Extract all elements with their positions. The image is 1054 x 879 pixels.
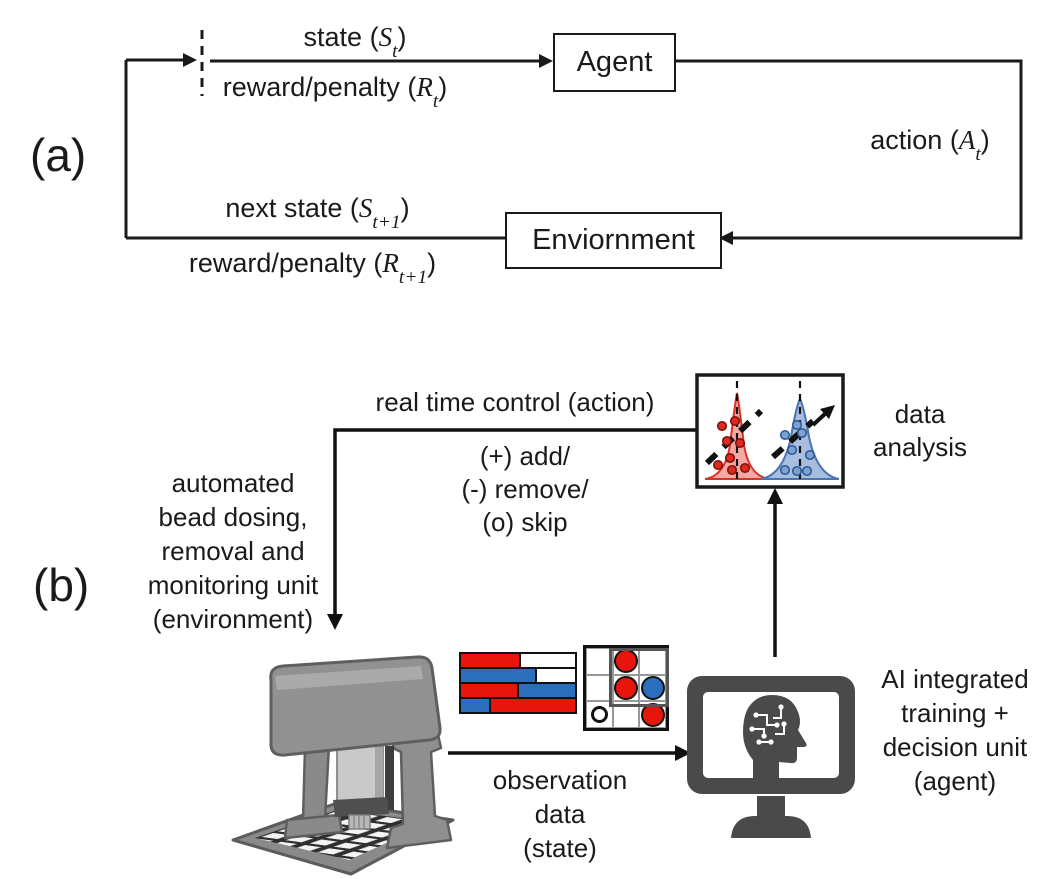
- agent-box-label: Agent: [576, 46, 653, 78]
- arrowhead-into-environment-icon: [719, 231, 733, 245]
- panel-a-label: (a): [30, 129, 87, 181]
- bead-bar-row: [459, 697, 579, 714]
- panel-b-label: (b): [33, 559, 90, 611]
- circuit-nodes: [749, 704, 787, 745]
- well-cell: [612, 648, 640, 675]
- machine-right-column: [385, 728, 453, 850]
- bead-bar-segment-red: [489, 697, 577, 714]
- arrowhead-down-icon: [327, 614, 343, 630]
- action-option-remove: (-) remove/: [461, 474, 589, 504]
- blue-data-points: [779, 419, 816, 477]
- action-option-skip: (o) skip: [482, 507, 568, 537]
- agent-box: Agent: [553, 33, 676, 92]
- rl-loop-connectors: [124, 30, 1023, 245]
- machine-well-plates: [255, 810, 433, 860]
- brain-head-icon: [743, 695, 807, 778]
- edge-action-line: [672, 59, 1023, 240]
- environment-box: Enviornment: [505, 212, 722, 269]
- edge-control-line: [333, 428, 697, 618]
- well-bead-red: [640, 702, 665, 727]
- well-cell: [586, 701, 613, 728]
- bead-bar-row: [459, 652, 579, 669]
- machine-left-column: [283, 744, 344, 840]
- well-cell: [612, 674, 640, 702]
- arrowhead-into-agent-icon: [539, 54, 553, 68]
- control-edge-label: real time control (action): [375, 387, 655, 417]
- well-grid: [583, 645, 670, 731]
- well-bead-blue: [640, 675, 665, 700]
- well-cell: [586, 674, 613, 702]
- arrowhead-observation-icon: [675, 745, 691, 761]
- environment-box-label: Enviornment: [532, 224, 695, 256]
- well-cell: [639, 701, 666, 728]
- bead-bar-segment-blue: [459, 697, 492, 714]
- bead-bars-chart: [459, 652, 579, 714]
- well-bead-red: [613, 649, 638, 674]
- reward-edge-label: reward/penalty (Rt): [222, 72, 448, 112]
- red-data-points: [712, 415, 751, 476]
- bead-bar-row: [459, 667, 579, 684]
- machine-dispenser-head: [333, 741, 394, 830]
- trend-dashed-line-right: [770, 418, 816, 460]
- next-reward-edge-label: reward/penalty (Rt+1): [188, 248, 437, 288]
- well-cell: [612, 701, 640, 728]
- observation-caption: observation data (state): [492, 765, 628, 863]
- ai-computer-icon: [687, 676, 855, 838]
- well-cell: [586, 648, 613, 675]
- machine-top-housing: [269, 655, 442, 757]
- data-analysis-caption: data analysis: [873, 399, 967, 462]
- shift-arrow-icon: [811, 405, 835, 427]
- action-edge-label: action (At): [870, 125, 990, 165]
- agent-caption: AI integrated training + decision unit (…: [881, 664, 1029, 796]
- next-state-edge-label: next state (St+1): [225, 193, 410, 233]
- arrowhead-up-icon: [767, 488, 783, 504]
- well-cell: [639, 648, 666, 675]
- trend-dashed-line-left: [704, 408, 764, 466]
- well-bead-red: [613, 675, 638, 700]
- action-options-label: (+) add/ (-) remove/ (o) skip: [425, 440, 625, 539]
- workflow-connectors: [327, 428, 783, 761]
- distribution-plot: [695, 373, 845, 489]
- bead-dosing-machine-illustration: [231, 655, 455, 876]
- environment-caption: automated bead dosing, removal and monit…: [147, 468, 319, 634]
- arrowhead-right-icon: [183, 53, 197, 67]
- well-bead-open: [590, 706, 608, 724]
- action-option-add: (+) add/: [479, 441, 571, 471]
- well-cell: [639, 674, 666, 702]
- state-edge-label: state (St): [303, 22, 407, 62]
- well-grid-cells: [586, 648, 666, 728]
